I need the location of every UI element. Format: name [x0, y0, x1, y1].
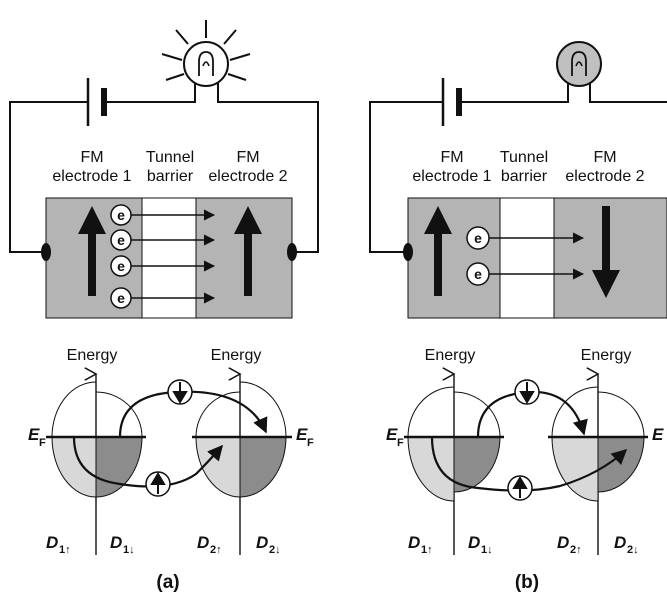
tunnel-barrier-title: Tunnel	[500, 149, 548, 166]
band-diagram-b: Energy Energy E F E D 1↑	[386, 347, 664, 556]
fermi-level-label-left: E	[28, 425, 40, 444]
fm-electrode-2-block	[553, 197, 667, 319]
wire-right	[217, 82, 319, 253]
panel-label-b: (b)	[515, 572, 539, 593]
dos-1-up-sub: 1↑	[421, 544, 433, 556]
dos-1-up-label: D	[46, 533, 58, 552]
fm-electrode-1-block	[407, 197, 501, 319]
wire-top-left	[459, 82, 569, 103]
fm-electrode-2-title: FM	[593, 149, 616, 166]
dos-1-down-label: D	[110, 533, 122, 552]
fermi-level-sub-left: F	[39, 437, 46, 449]
fm-electrode-1-subtitle: electrode 1	[52, 168, 131, 185]
electron-icon	[110, 255, 132, 277]
electron-icon	[110, 204, 132, 226]
energy-axis-label-left: Energy	[67, 347, 118, 364]
dos-2-up-sub: 2↑	[210, 544, 222, 556]
dos-2-up-sub: 2↑	[570, 544, 582, 556]
dos-2-down-sub: 2↓	[269, 544, 281, 556]
bulb-on-icon	[161, 20, 251, 87]
electron-label: e	[117, 207, 125, 223]
contact-left	[403, 243, 413, 261]
electron-icon	[110, 229, 132, 251]
fm-electrode-1-title: FM	[440, 149, 463, 166]
dos-1-up-sub: 1↑	[59, 544, 71, 556]
electron-icon	[466, 226, 490, 250]
wire-left	[369, 101, 443, 253]
panel-b: FM electrode 1 Tunnel barrier FM electro…	[369, 41, 667, 593]
electron-label: e	[117, 290, 125, 306]
fm-electrode-2-title: FM	[236, 149, 259, 166]
fm-electrode-2-subtitle: electrode 2	[208, 168, 287, 185]
electron-label: e	[474, 230, 482, 246]
tunnel-barrier-block	[499, 197, 555, 319]
band-diagram-a: Energy Energy E F E	[28, 347, 314, 556]
wire-left	[9, 101, 88, 253]
energy-axis-label-right: Energy	[211, 347, 262, 364]
electron-icon	[110, 287, 132, 309]
bulb-off-icon	[556, 41, 602, 87]
dos-1-down-sub: 1↓	[123, 544, 135, 556]
fermi-level-label-left: E	[386, 425, 398, 444]
energy-axis-label-left: Energy	[425, 347, 476, 364]
magnetization-up-arrow-icon	[78, 206, 106, 296]
magnetization-up-arrow-icon	[234, 206, 262, 296]
contact-left	[41, 243, 51, 261]
electron-tunneling-group: e e e e	[110, 204, 216, 309]
wire-right	[589, 82, 667, 103]
tunnel-barrier-subtitle: barrier	[501, 168, 548, 185]
electron-icon	[466, 262, 490, 286]
tunnel-barrier-subtitle: barrier	[147, 168, 194, 185]
fermi-level-label-right: E	[296, 425, 308, 444]
fm-electrode-2-subtitle: electrode 2	[565, 168, 644, 185]
energy-axis-label-right: Energy	[581, 347, 632, 364]
electron-label: e	[117, 258, 125, 274]
electron-tunneling-group: e e	[466, 226, 585, 286]
fermi-level-label-right: E	[652, 425, 664, 444]
fermi-level-sub-left: F	[397, 437, 404, 449]
dos-2-down-sub: 2↓	[627, 544, 639, 556]
panel-label-a: (a)	[156, 572, 179, 593]
magnetization-up-arrow-icon	[424, 206, 452, 296]
fm-electrode-1-subtitle: electrode 1	[412, 168, 491, 185]
electron-label: e	[474, 266, 482, 282]
dos-1-down-label: D	[468, 533, 480, 552]
tunnel-barrier-block	[141, 197, 197, 319]
wire-top-left	[104, 82, 196, 103]
dos-2-down-label: D	[256, 533, 268, 552]
contact-right	[287, 243, 297, 261]
panel-a: FM electrode 1 Tunnel barrier FM electro…	[9, 20, 319, 593]
dos-2-down-label: D	[614, 533, 626, 552]
dos-2-up-label: D	[557, 533, 569, 552]
electron-label: e	[117, 232, 125, 248]
dos-1-down-sub: 1↓	[481, 544, 493, 556]
fermi-level-sub-right: F	[307, 437, 314, 449]
magnetization-down-arrow-icon	[592, 206, 620, 298]
tunnel-barrier-title: Tunnel	[146, 149, 194, 166]
dos-1-up-label: D	[408, 533, 420, 552]
fm-electrode-1-title: FM	[80, 149, 103, 166]
dos-2-up-label: D	[197, 533, 209, 552]
